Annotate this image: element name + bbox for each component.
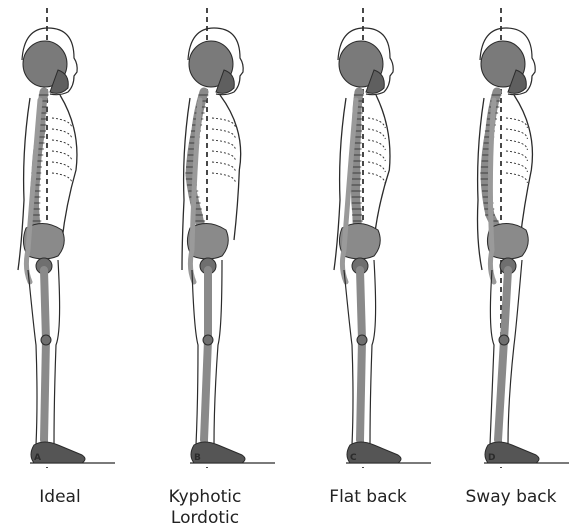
torso-front: [220, 95, 241, 240]
leg-back-outline: [344, 270, 353, 445]
caption-line: Sway back: [441, 487, 575, 508]
rib: [368, 162, 385, 172]
rib: [52, 140, 72, 150]
torso-front: [514, 95, 532, 240]
figure-letter: D: [488, 453, 495, 463]
caption-line: Kyphotic: [135, 487, 275, 508]
rib: [52, 129, 72, 139]
leg-bones: [44, 270, 46, 440]
leg-front-outline: [370, 260, 376, 445]
rib: [368, 173, 385, 183]
figure-letter: A: [34, 453, 41, 463]
caption-line: Ideal: [0, 487, 130, 508]
rib: [212, 129, 235, 139]
caption-ideal: Ideal: [0, 487, 130, 508]
caption-line: Flat back: [298, 487, 438, 508]
caption-flat-back: Flat back: [298, 487, 438, 508]
knee-joint: [357, 335, 367, 345]
rib: [506, 118, 527, 128]
rib: [506, 162, 527, 172]
rib: [506, 129, 527, 139]
figure-letter: C: [350, 453, 357, 463]
rib: [212, 162, 235, 172]
rib: [52, 173, 72, 183]
leg-bones: [204, 270, 208, 440]
rib: [506, 173, 527, 183]
torso-front: [60, 95, 77, 240]
leg-back-outline: [28, 270, 37, 445]
rib: [52, 151, 72, 161]
caption-line: Lordotic: [135, 508, 275, 529]
rib: [212, 118, 235, 128]
rib: [212, 151, 235, 161]
rib: [506, 151, 527, 161]
posture-figure: C: [334, 8, 431, 468]
rib: [212, 173, 235, 183]
leg-bones: [498, 270, 508, 440]
rib: [368, 140, 385, 150]
rib: [368, 129, 385, 139]
rib: [506, 140, 527, 150]
rib: [212, 140, 235, 150]
leg-back-outline: [490, 270, 494, 445]
posture-figure: A: [18, 8, 115, 468]
leg-bones: [360, 270, 362, 440]
rib: [52, 162, 72, 172]
posture-figure: D: [478, 8, 570, 468]
knee-joint: [41, 335, 51, 345]
torso-front: [374, 95, 390, 240]
leg-back-outline: [192, 270, 198, 445]
posture-figure: B: [182, 8, 275, 468]
leg-front-outline: [54, 260, 60, 445]
arm: [490, 100, 494, 282]
rib: [368, 118, 385, 128]
rib: [52, 118, 72, 128]
figure-letter: B: [194, 453, 201, 463]
caption-sway-back: Sway back: [441, 487, 575, 508]
knee-joint: [203, 335, 213, 345]
leg-front-outline: [214, 260, 222, 445]
caption-kyphotic-lordotic: Kyphotic Lordotic: [135, 487, 275, 529]
knee-joint: [499, 335, 509, 345]
rib: [368, 151, 385, 161]
